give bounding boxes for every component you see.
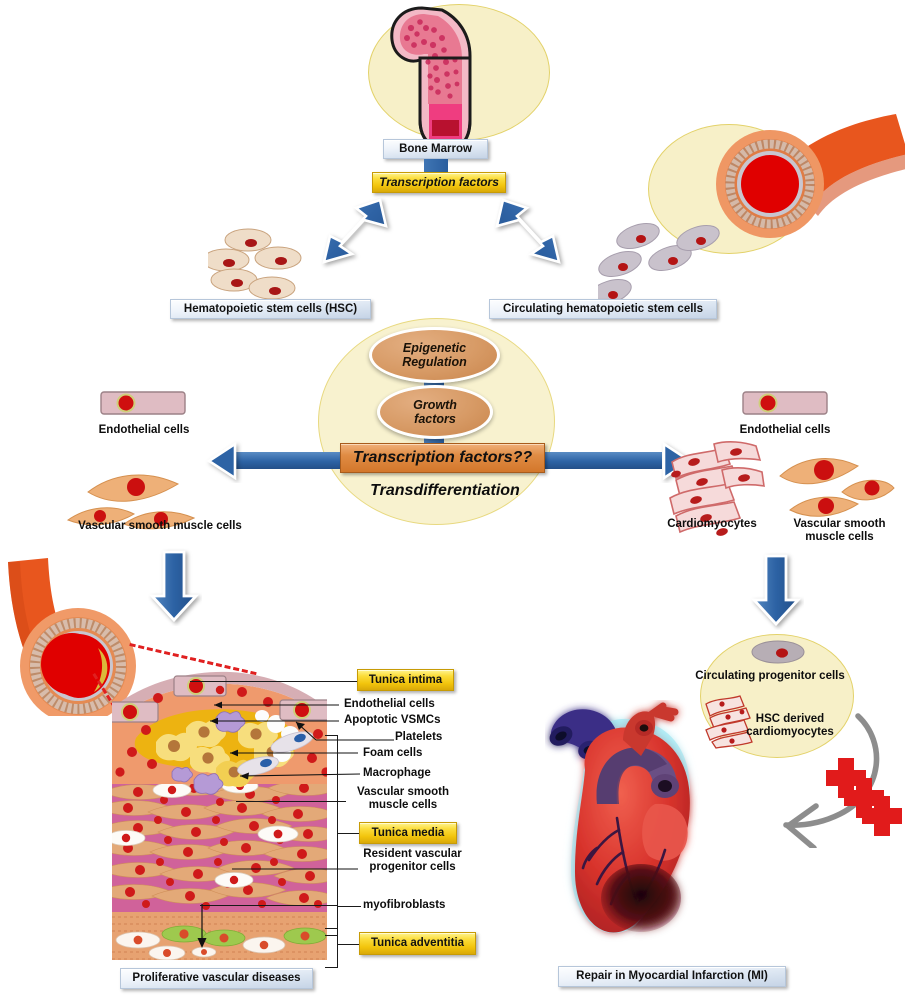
- leader-myofibroblast-stub: [200, 905, 338, 906]
- blue-arrow-down-right: [750, 554, 802, 627]
- blue-arrow-to-hsc: [318, 196, 388, 268]
- media-bracket-bottom: [325, 935, 338, 936]
- rpc-line2: progenitor cells: [369, 861, 456, 874]
- growth-factors-node: Growth factors: [377, 385, 493, 439]
- leader-platelets: [295, 721, 394, 741]
- vsmc-wall-line1: Vascular smooth: [356, 786, 450, 798]
- transcription-factors-question-label: Transcription factors??: [340, 443, 545, 473]
- vsmc-cluster-right: [779, 458, 895, 517]
- leader-foam-cells: [230, 749, 358, 757]
- tunica-intima-label: Tunica intima: [357, 669, 454, 691]
- endothelial-cells-label-right: Endothelial cells: [739, 424, 831, 436]
- adventitia-bracket-top: [325, 928, 338, 929]
- gf-line2: factors: [414, 412, 456, 426]
- endothelial-cell-icon-left: [100, 391, 186, 415]
- tunica-adventitia-label: Tunica adventitia: [359, 932, 476, 955]
- hsc-derived-line2: cardiomyocytes: [746, 726, 834, 739]
- bone-marrow-label: Bone Marrow: [383, 139, 488, 159]
- blue-arrow-down-left: [148, 550, 200, 623]
- curved-gray-arrow-icon: [783, 713, 880, 848]
- hsc-derived-line1: HSC derived: [755, 713, 825, 725]
- leader-resident-progenitor: [232, 868, 358, 870]
- leader-vsmc-wall: [236, 801, 346, 802]
- leader-apoptotic-vsmcs: [210, 717, 339, 725]
- resident-progenitor-callout: Resident vascular progenitor cells: [350, 848, 475, 874]
- cardiomyocytes-label: Cardiomyocytes: [667, 518, 757, 530]
- transdifferentiation-label: Transdifferentiation: [370, 482, 520, 499]
- repair-in-mi-label: Repair in Myocardial Infarction (MI): [558, 966, 786, 987]
- leader-tunica-media: [337, 833, 361, 834]
- leader-myofibroblast-arrow: [197, 904, 207, 948]
- growth-factors-text: Growth factors: [413, 398, 457, 426]
- rpc-line1: Resident vascular: [363, 848, 462, 860]
- connector-stub-bonemarrow: [424, 159, 448, 176]
- platelets-callout: Platelets: [395, 731, 443, 743]
- endothelial-cell-icon-right: [742, 391, 828, 415]
- hsc-derived-cardiomyocyte-icon: [705, 695, 753, 749]
- vsmc-cluster-left: [66, 474, 196, 530]
- tunica-media-label: Tunica media: [359, 822, 457, 844]
- vsmc-label-right: Vascular smooth muscle cells: [782, 518, 897, 544]
- blue-arrow-to-circulating-hsc: [495, 196, 565, 268]
- vsmc-label-left: Vascular smooth muscle cells: [78, 520, 242, 532]
- striated-cardiomyocyte-icon: [669, 441, 765, 536]
- epigenetic-regulation-text: Epigenetic Regulation: [402, 341, 467, 369]
- hsc-derived-cardiomyocytes-label: HSC derived cardiomyocytes: [730, 713, 850, 739]
- foam-cells-callout: Foam cells: [363, 747, 423, 759]
- stem-cell-cluster-circulating: [598, 223, 720, 305]
- atherosclerotic-vessel-icon: [8, 558, 136, 716]
- endothelial-cells-label-left: Endothelial cells: [98, 424, 190, 436]
- epi-line1: Epigenetic: [402, 341, 467, 355]
- leader-macrophage: [239, 772, 361, 780]
- circulating-progenitor-cells-label: Circulating progenitor cells: [695, 670, 845, 682]
- media-bracket-spine: [337, 735, 338, 935]
- leader-endothelial-cells: [214, 701, 339, 709]
- vsmc-right-line1: Vascular smooth: [793, 518, 886, 530]
- stem-cell-icon-progenitor: [751, 640, 805, 664]
- leader-tunica-intima: [190, 681, 358, 682]
- circulating-hsc-label: Circulating hematopoietic stem cells: [489, 299, 717, 319]
- vessel-wall-detail-panel: [112, 668, 327, 960]
- vsmc-wall-line2: muscle cells: [368, 799, 438, 812]
- myofibroblasts-callout: myofibroblasts: [363, 899, 446, 911]
- left-arrowhead-icon: [206, 441, 237, 481]
- leader-myofibroblasts: [337, 906, 361, 907]
- adventitia-bracket-bottom: [325, 967, 338, 968]
- adventitia-bracket-spine: [337, 928, 338, 968]
- stem-cell-cluster-icon: [208, 228, 302, 300]
- epi-line2: Regulation: [402, 355, 467, 369]
- epigenetic-regulation-node: Epigenetic Regulation: [369, 327, 500, 383]
- hsc-label: Hematopoietic stem cells (HSC): [170, 299, 371, 319]
- medical-cross-icon: [826, 758, 902, 836]
- vsmc-callout-wall: Vascular smooth muscle cells: [344, 786, 462, 812]
- media-bracket-top: [325, 735, 338, 736]
- transcription-factors-label-top: Transcription factors: [372, 172, 506, 193]
- gf-line1: Growth: [413, 398, 457, 412]
- vsmc-right-line2: muscle cells: [805, 531, 874, 544]
- macrophage-callout: Macrophage: [363, 767, 431, 779]
- proliferative-vascular-diseases-label: Proliferative vascular diseases: [120, 968, 313, 989]
- heart-myocardial-infarction-icon: [549, 702, 690, 934]
- femur-bone-marrow-icon: [390, 6, 472, 148]
- blood-vessel-cross-section-icon: [716, 114, 905, 238]
- leader-tunica-adventitia: [337, 944, 361, 945]
- apoptotic-vsmcs-callout: Apoptotic VSMCs: [344, 714, 441, 726]
- endothelial-cells-callout: Endothelial cells: [344, 698, 435, 710]
